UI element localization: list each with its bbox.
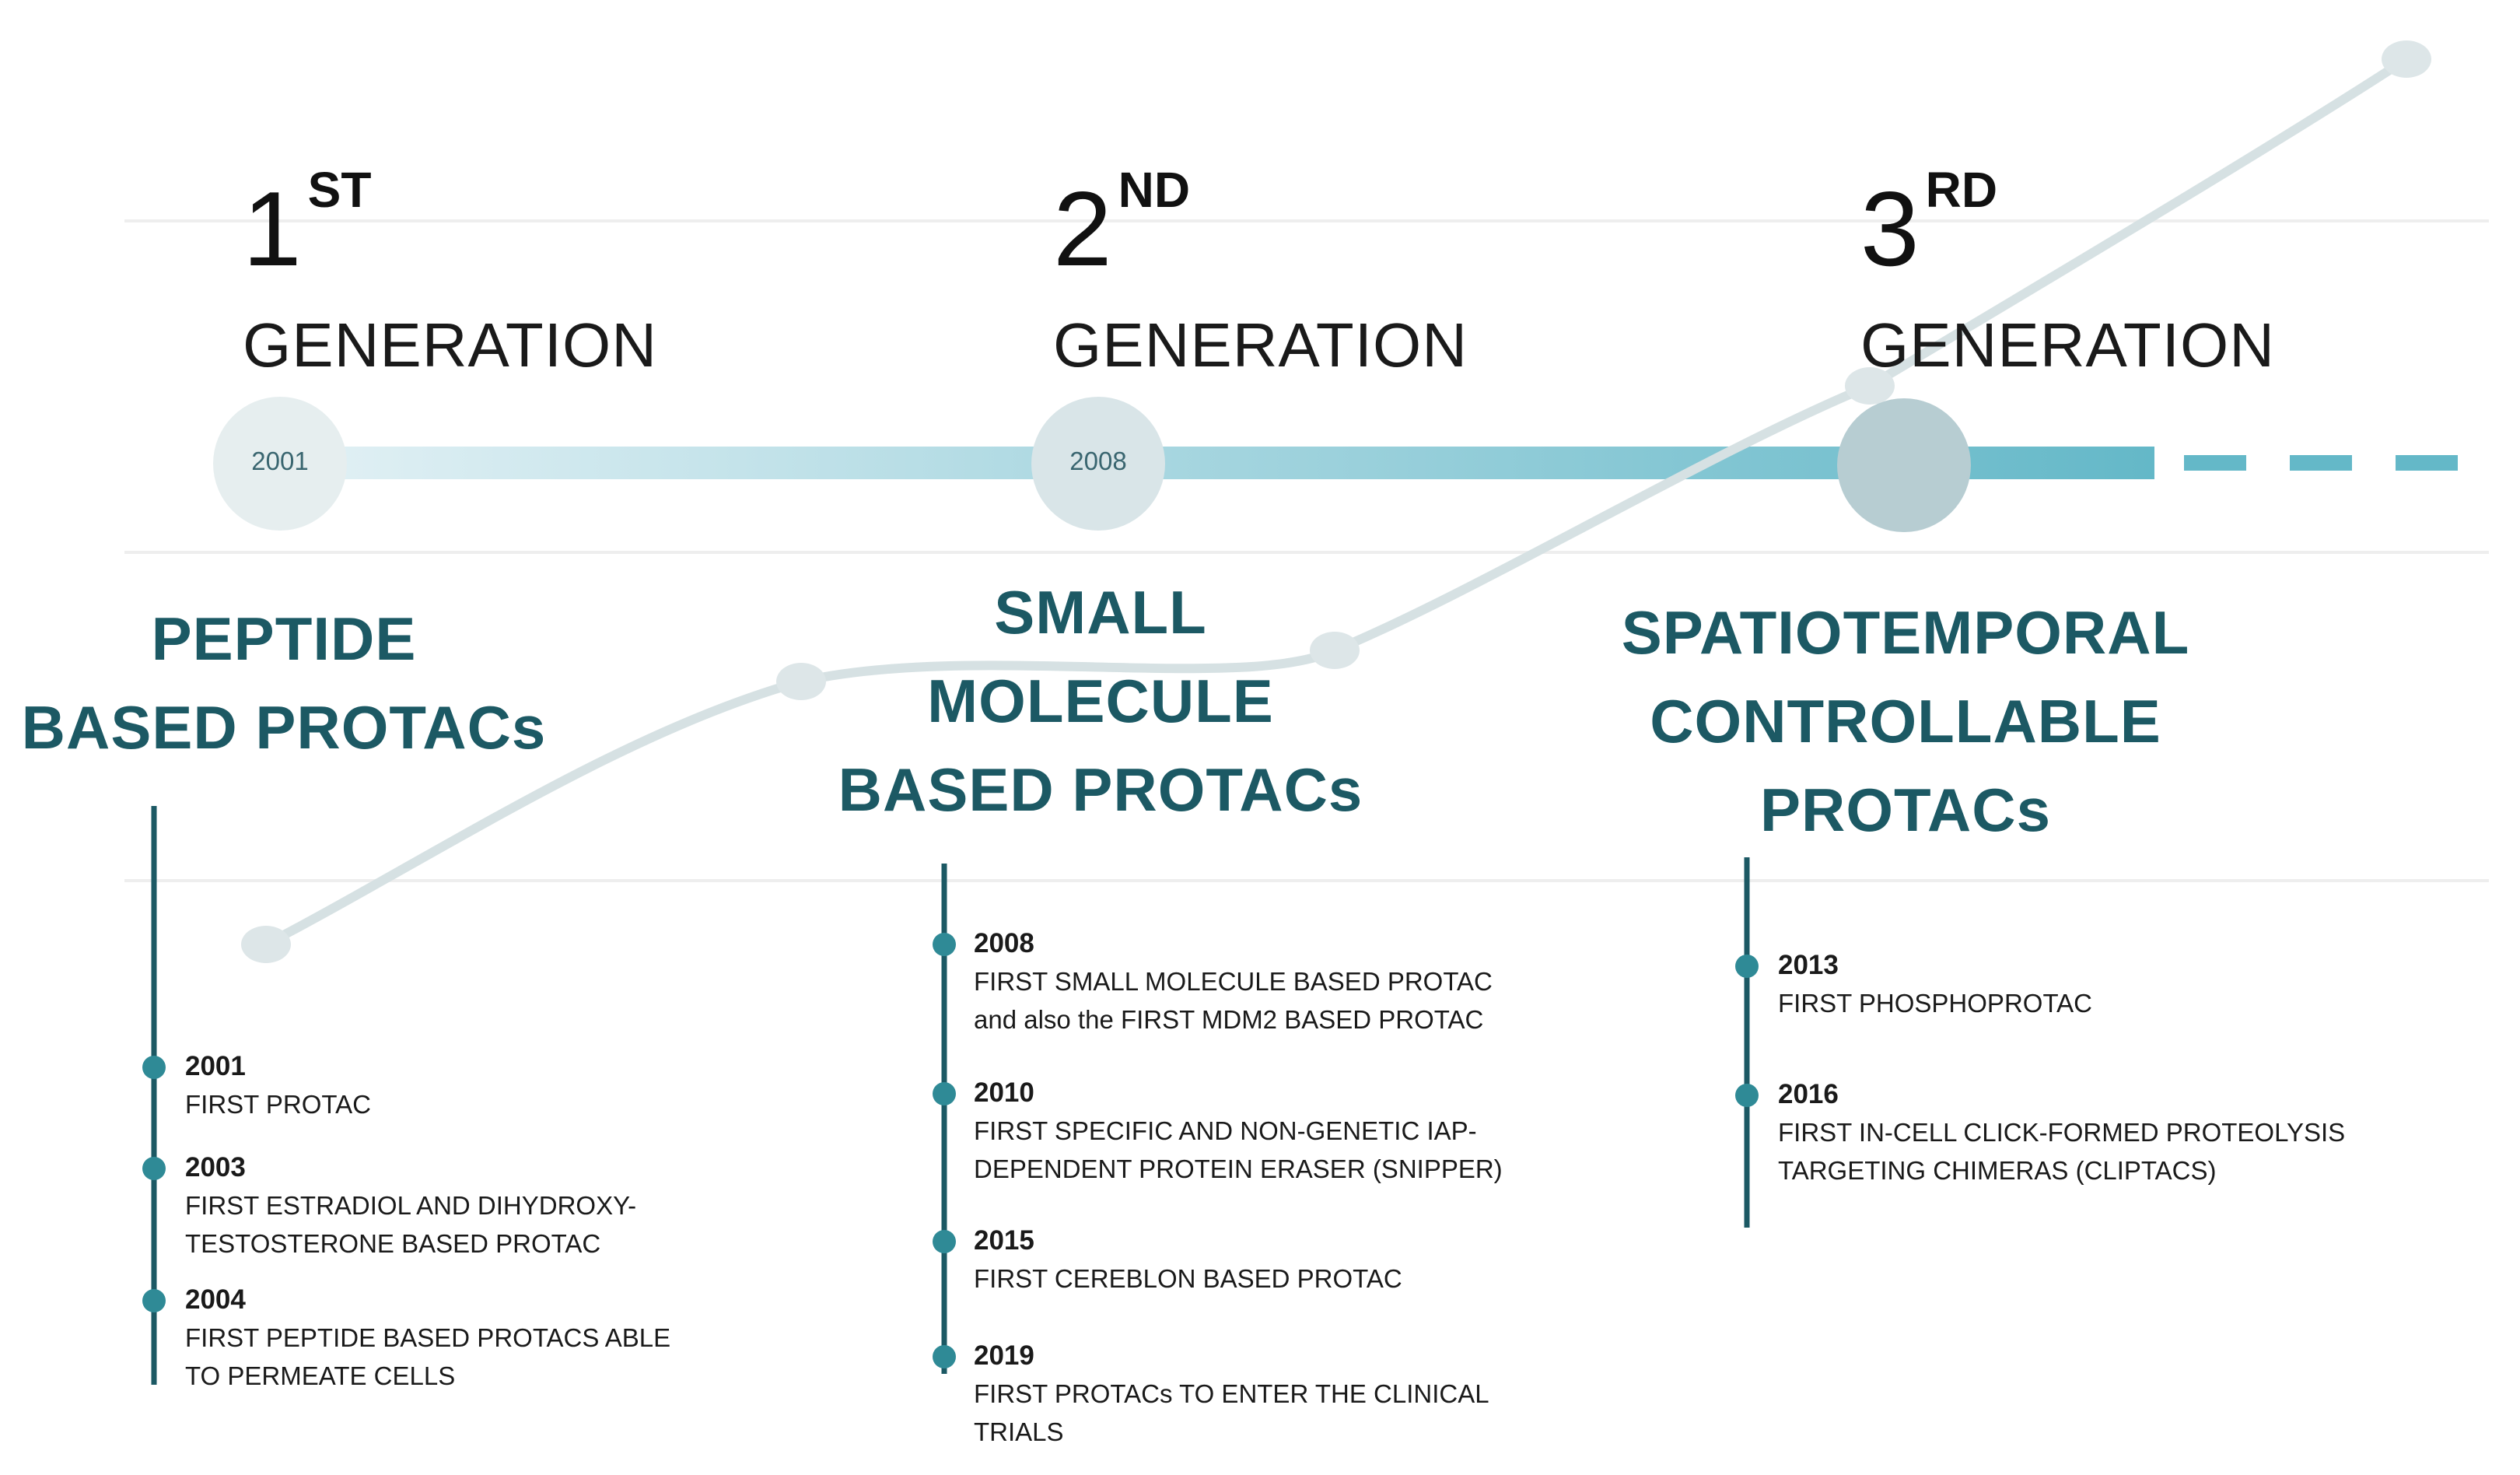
event-entry: 2003 FIRST ESTRADIOL AND DIHYDROXY- TEST… [185,1148,636,1263]
generation-label: GENERATION [1860,310,2276,380]
generation-circle-2 [1031,397,1165,531]
timeline-dash [2396,455,2458,471]
generation-circle-3 [1837,398,1971,532]
event-year: 2013 [1778,950,1839,980]
event-node [1735,1084,1759,1107]
trend-node [241,926,291,963]
event-year: 2001 [185,1051,246,1081]
trend-node [1310,632,1360,669]
category-title-3: SPATIOTEMPORAL CONTROLLABLE PROTACs [1621,598,2190,844]
generation-circle-1 [213,397,347,531]
event-entry: 2019 FIRST PROTACs TO ENTER THE CLINICAL… [974,1337,1489,1451]
event-description: FIRST PROTACs TO ENTER THE CLINICAL TRIA… [974,1379,1489,1446]
event-entry: 2008 FIRST SMALL MOLECULE BASED PROTAC a… [974,924,1493,1039]
category-title-2: SMALL MOLECULE BASED PROTACs [838,578,1363,824]
trend-node [2382,40,2431,78]
event-description: FIRST SMALL MOLECULE BASED PROTAC and al… [974,967,1493,1034]
event-node [933,1345,956,1368]
event-entry: 2013 FIRST PHOSPHOPROTAC [1778,946,2092,1022]
event-year: 2004 [185,1284,246,1315]
event-year: 2010 [974,1077,1034,1108]
circle-year-label: 2001 [251,447,309,475]
event-year: 2019 [974,1340,1034,1371]
event-entry: 2010 FIRST SPECIFIC AND NON-GENETIC IAP-… [974,1074,1503,1188]
event-node [933,1230,956,1253]
event-year: 2008 [974,928,1034,958]
event-node [933,933,956,956]
generation-label: GENERATION [243,310,658,380]
timeline-dash [2184,455,2246,471]
event-description: FIRST SPECIFIC AND NON-GENETIC IAP- DEPE… [974,1116,1503,1183]
event-description: FIRST ESTRADIOL AND DIHYDROXY- TESTOSTER… [185,1191,637,1258]
event-node [142,1157,166,1180]
event-description: FIRST PROTAC [185,1090,371,1119]
event-description: FIRST PEPTIDE BASED PROTACS ABLE TO PERM… [185,1323,671,1390]
event-year: 2016 [1778,1079,1839,1109]
generation-label: GENERATION [1053,310,1468,380]
event-year: 2015 [974,1225,1034,1256]
event-node [1735,955,1759,978]
event-entry: 2004 FIRST PEPTIDE BASED PROTACS ABLE TO… [185,1281,670,1395]
event-node [142,1289,166,1312]
event-description: FIRST IN-CELL CLICK-FORMED PROTEOLYSIS T… [1778,1118,2346,1185]
event-entry: 2001 FIRST PROTAC [185,1047,371,1123]
event-description: FIRST CEREBLON BASED PROTAC [974,1264,1402,1293]
trend-node [776,663,826,700]
timeline-dash [2290,455,2352,471]
event-node [142,1056,166,1079]
event-description: FIRST PHOSPHOPROTAC [1778,989,2092,1018]
trend-node [1845,367,1895,405]
event-entry: 2016 FIRST IN-CELL CLICK-FORMED PROTEOLY… [1778,1075,2345,1189]
event-entry: 2015 FIRST CEREBLON BASED PROTAC [974,1221,1402,1298]
circle-year-label: 2008 [1069,447,1127,475]
category-title-1: PEPTIDE BASED PROTACs [21,604,547,762]
event-node [933,1082,956,1105]
event-year: 2003 [185,1152,246,1182]
